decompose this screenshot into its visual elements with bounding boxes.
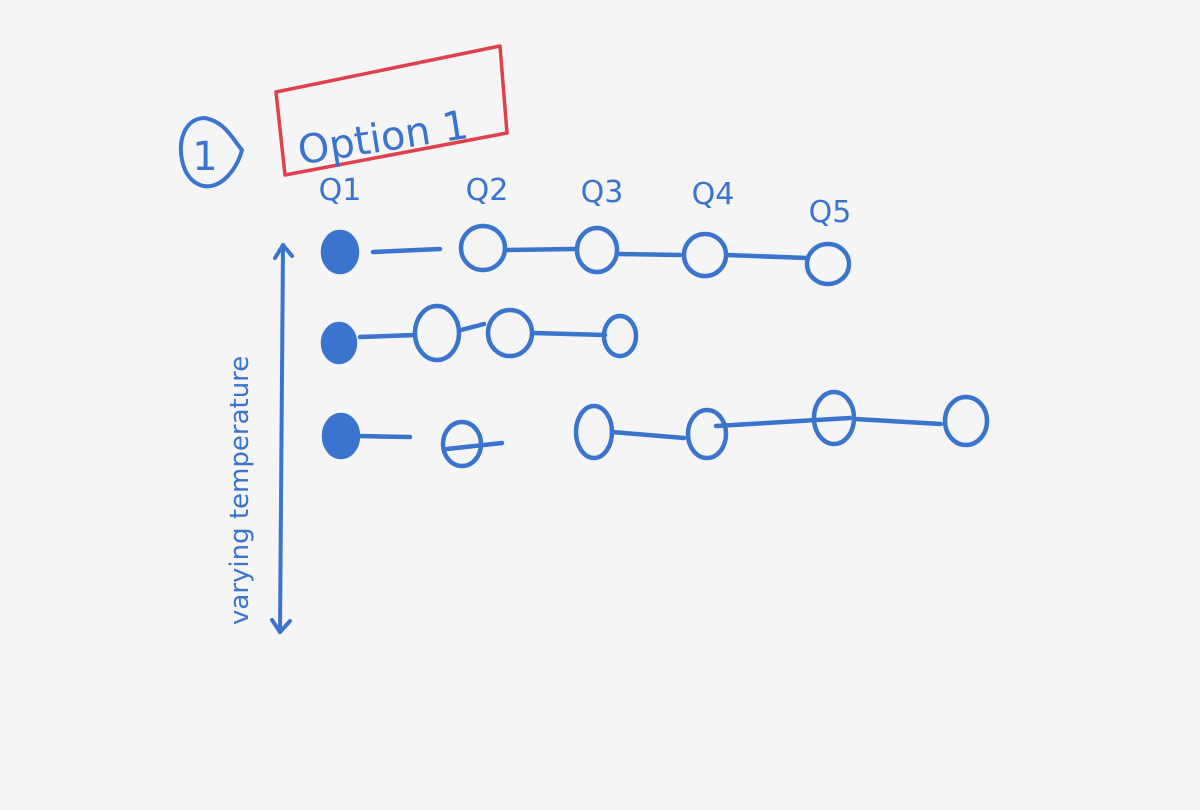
step-number: 1 — [192, 134, 217, 180]
node-q5 — [804, 241, 852, 287]
start-node-filled — [321, 412, 361, 460]
option-title: Option 1 — [295, 102, 472, 174]
column-header-q3: Q3 — [581, 175, 624, 210]
option-title-box: Option 1 — [274, 44, 509, 177]
node-q4 — [681, 231, 729, 279]
node-q2 — [412, 303, 462, 363]
node-q3 — [573, 403, 615, 461]
row-3 — [321, 389, 990, 469]
row-2 — [320, 303, 639, 365]
node-q3 — [485, 307, 535, 359]
node-q6 — [942, 394, 990, 448]
node-q3 — [574, 225, 620, 275]
node-q2 — [458, 223, 508, 273]
start-node-filled — [320, 321, 358, 365]
row-1 — [320, 223, 852, 287]
node-q4 — [601, 313, 639, 359]
start-node-filled — [320, 229, 360, 275]
column-headers: Q1 Q2 Q3 Q4 Q5 — [319, 173, 852, 230]
axis-label: varying temperature — [225, 356, 255, 625]
step-number-badge: 1 — [179, 116, 244, 189]
column-header-q4: Q4 — [692, 177, 735, 212]
column-header-q2: Q2 — [466, 173, 509, 208]
column-header-q5: Q5 — [809, 195, 852, 230]
column-header-q1: Q1 — [319, 173, 362, 208]
node-q4 — [685, 407, 729, 461]
temperature-axis-arrow — [270, 243, 294, 634]
